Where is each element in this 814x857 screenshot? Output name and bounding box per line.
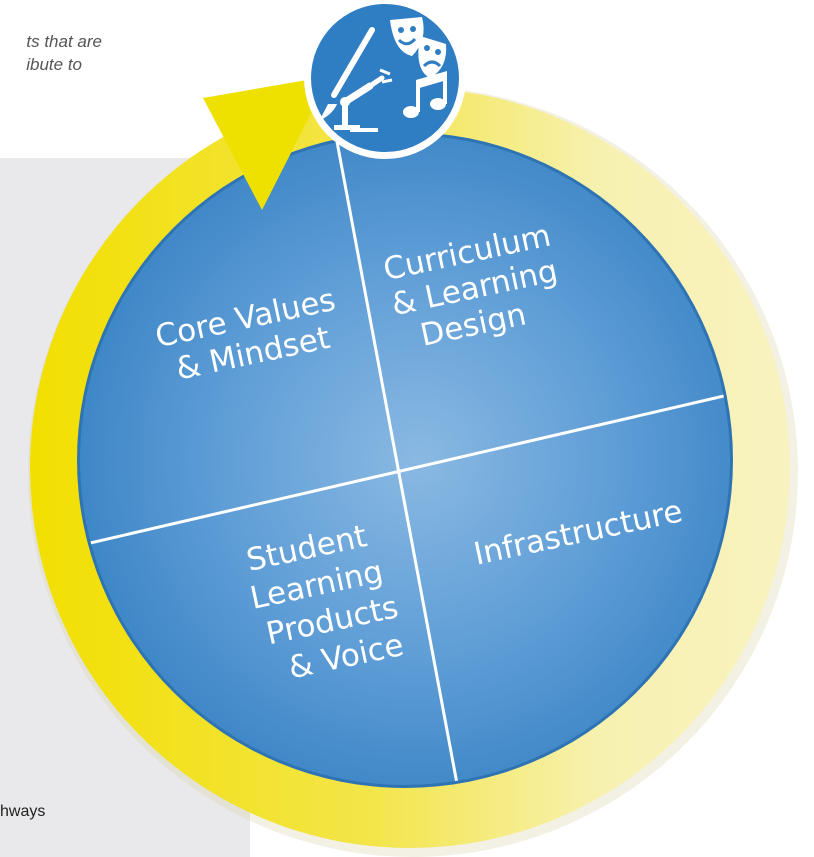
footer-text-fragment: hways: [0, 803, 46, 820]
quadrant-dividers: [80, 135, 730, 785]
intro-text-line-1: ts that are: [26, 32, 102, 51]
blue-circle: [77, 132, 733, 788]
horizontal-divider: [80, 381, 730, 552]
intro-text: ts that are ibute to: [0, 30, 140, 76]
music-notes-icon: [403, 71, 447, 118]
intro-text-line-2: ibute to: [26, 55, 82, 74]
paintbrush-icon: [319, 27, 375, 121]
robot-arm-icon: [334, 68, 393, 132]
quadrant-curriculum: Curriculum & Learning Design: [380, 218, 561, 354]
cycle-arrow: [203, 76, 330, 210]
vertical-divider: [316, 135, 477, 785]
theater-masks-icon: [390, 17, 447, 78]
arts-icon-badge: [304, 0, 466, 159]
